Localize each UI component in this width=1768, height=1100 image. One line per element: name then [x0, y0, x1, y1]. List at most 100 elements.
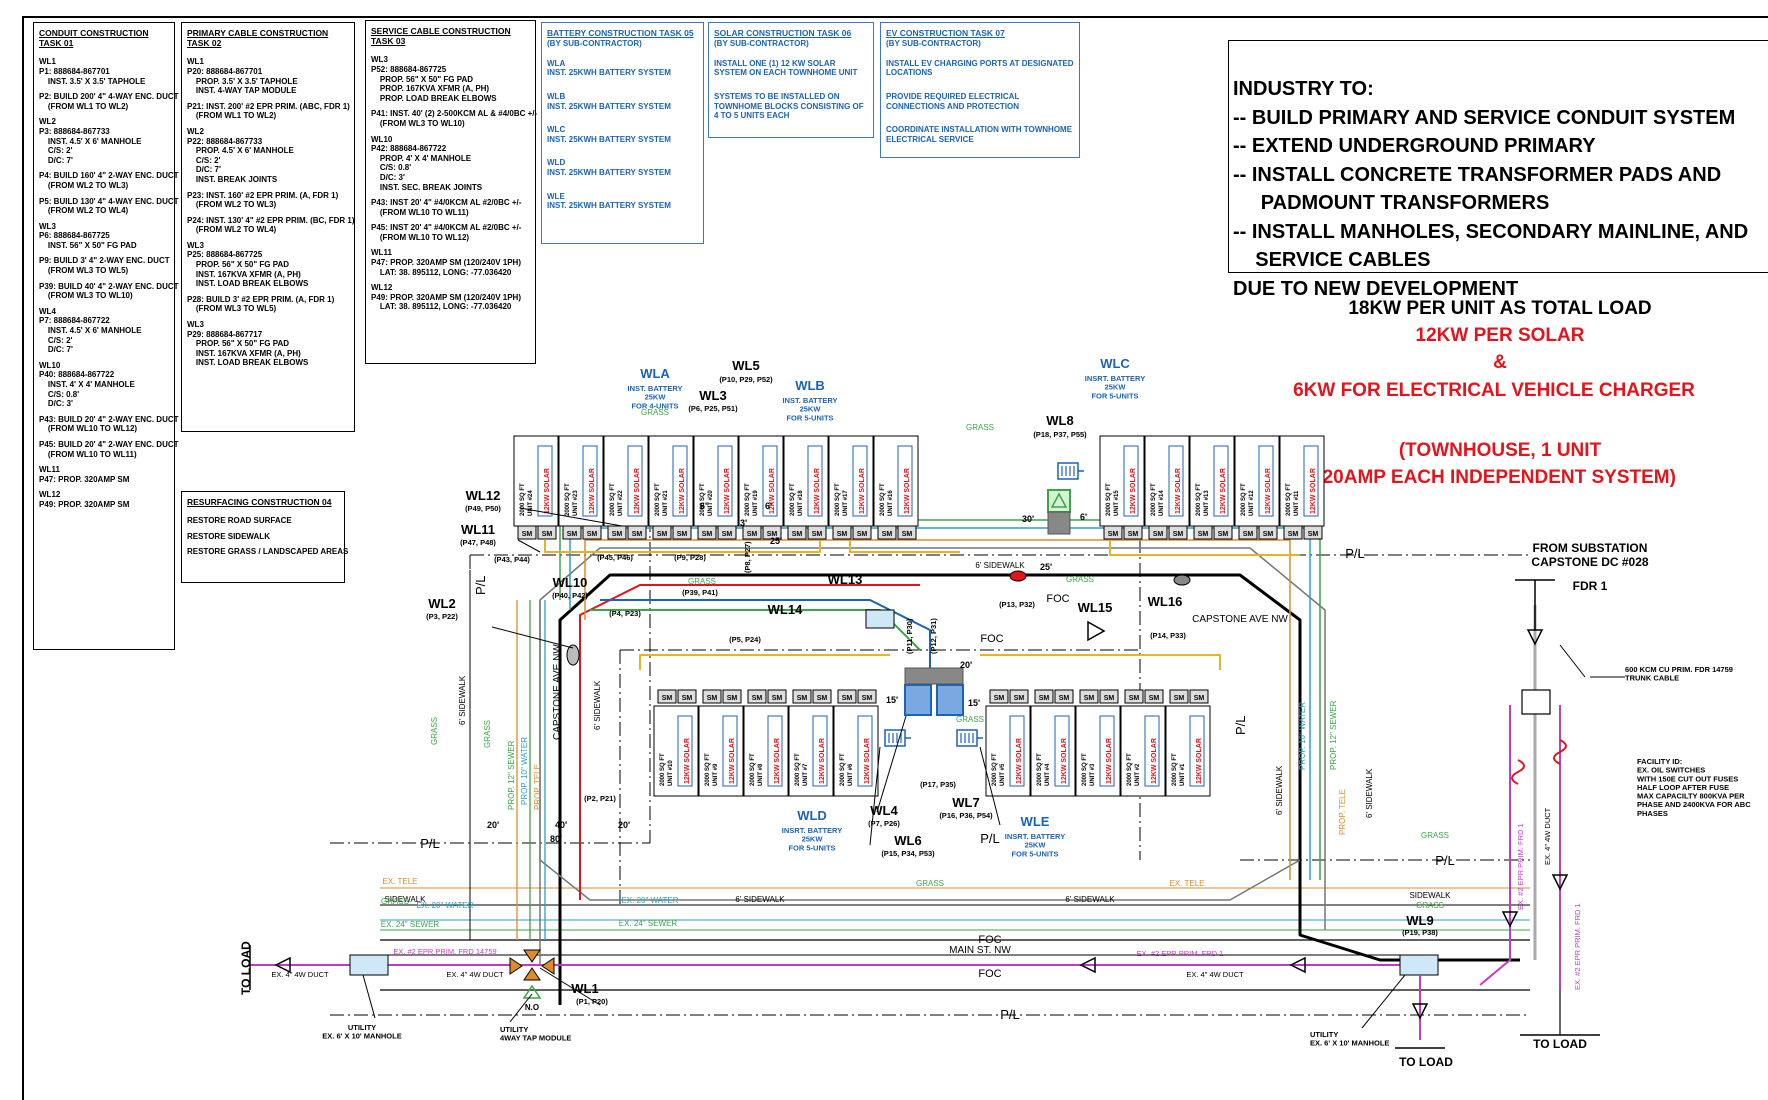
service-meter — [517, 525, 537, 540]
label-line: (P45, P46) — [597, 553, 633, 562]
task02-item: P28: BUILD 3' #2 EPR PRIM. (A, FDR 1) (F… — [187, 294, 335, 314]
service-meter-label: SM — [792, 531, 803, 538]
dimension: 6' — [765, 501, 772, 511]
solar-panel-box — [852, 445, 868, 517]
service-meter-label: SM — [677, 531, 688, 538]
label-line: SM — [1153, 531, 1164, 538]
wl12-label: WL12 — [466, 488, 501, 503]
label-line: 12KW SOLAR — [859, 468, 866, 514]
task03-item: WL10 P42: 888684-867722 PROP. 4' X 4' MA… — [371, 134, 483, 192]
wl14-label: WL14 — [768, 602, 803, 617]
solar-label: 12KW SOLAR — [904, 468, 911, 514]
primary-label: EX. #2 EPR PRIM. FRD 1 — [1137, 949, 1224, 958]
service-meter — [1009, 689, 1029, 704]
solar-panel-box — [1099, 715, 1115, 787]
task01-item: P43: BUILD 20' 4" 2-WAY ENC. DUCT (FROM … — [39, 414, 179, 434]
label-line: WL10 — [553, 575, 588, 590]
sewer-label: EX. 24" SEWER — [381, 920, 440, 929]
label-line: WL2 — [428, 596, 455, 611]
leader-line — [362, 974, 376, 1019]
label-line: UNIT #9 — [713, 763, 719, 786]
sidewalk-label: 6' SIDEWALK — [735, 895, 785, 904]
label-line: 2000 SQ FT — [790, 483, 796, 516]
label-line: 12KW SOLAR — [544, 468, 551, 514]
unit-number: UNIT #15 — [1114, 490, 1120, 516]
label-line: SM — [1014, 695, 1025, 702]
label-line: WLD — [797, 808, 827, 823]
label-line: GRASS — [381, 897, 409, 906]
label-line: PHASES — [1637, 809, 1668, 818]
label-line: SM — [1059, 695, 1070, 702]
solar-panel-box — [1168, 445, 1184, 517]
label-line: HALF LOOP AFTER FUSE — [1637, 783, 1729, 792]
label-line: 2000 SQ FT — [1082, 753, 1088, 786]
wl1-sub: (P1, P20) — [576, 997, 608, 1006]
wl4-sub: (P7, P26) — [868, 819, 900, 828]
wl7-label: WL7 — [952, 795, 979, 810]
service-meter-label: SM — [1128, 531, 1139, 538]
unit-number: UNIT #7 — [803, 763, 809, 786]
unit-sqft: 2000 SQ FT — [1127, 753, 1133, 786]
service-meter-label: SM — [1039, 695, 1050, 702]
label-line: 12KW SOLAR — [679, 468, 686, 514]
label-line: UNIT #6 — [848, 763, 854, 786]
label-line: (P19, P38) — [1402, 928, 1438, 937]
label-line: (P18, P37, P55) — [1033, 430, 1087, 439]
service-meter-label: SM — [542, 531, 553, 538]
task01-item: WL1 P1: 888684-867701 INST. 3.5' X 3.5' … — [39, 57, 146, 86]
label-line: P/L — [1233, 715, 1248, 735]
label-line: 25KW — [645, 393, 667, 402]
grass-label: GRASS — [956, 715, 984, 724]
service-meter-label: SM — [707, 695, 718, 702]
service-meter — [1079, 689, 1099, 704]
ref-label: (P2, P21) — [584, 794, 616, 803]
load-ev: 6KW FOR ELECTRICAL VEHICLE CHARGER — [1293, 380, 1695, 401]
service-meter — [1189, 689, 1209, 704]
service-meter-label: SM — [1308, 531, 1319, 538]
label-line: 6' — [765, 501, 772, 511]
task-02-title: PRIMARY CABLE CONSTRUCTION TASK 02 — [187, 28, 329, 49]
label-line: (P16, P36, P54) — [939, 811, 993, 820]
label-line: SM — [817, 695, 828, 702]
label-line: 12KW SOLAR — [904, 468, 911, 514]
wl7-transformer — [936, 684, 964, 716]
label-line: (P10, P29, P52) — [719, 375, 773, 384]
wl11-label: WL11 — [461, 522, 495, 537]
solar-panel-box — [1303, 445, 1319, 517]
duct-label: EX. 4" 4W DUCT — [446, 970, 504, 979]
street-capstone-top: CAPSTONE AVE NW — [1192, 614, 1288, 625]
label-line: SM — [727, 695, 738, 702]
label-line: PROP. 12" SEWER — [507, 740, 516, 810]
wl2-sub: (P3, P22) — [426, 612, 458, 621]
solar-panel-box — [627, 445, 643, 517]
wl8-pad — [1047, 511, 1071, 535]
label-line: UNIT #1 — [1180, 763, 1186, 786]
label-line: WLE — [1021, 814, 1050, 829]
label-line: PHASE AND 2400KVA FOR ABC — [1637, 800, 1751, 809]
label-line: WL9 — [1406, 913, 1433, 928]
unit-sqft: 2000 SQ FT — [655, 483, 661, 516]
label-line: SM — [702, 531, 713, 538]
solar-label: 12KW SOLAR — [814, 468, 821, 514]
grass-label: GRASS — [381, 897, 409, 906]
dimension: 6' — [700, 501, 707, 511]
label-line: 12KW SOLAR — [1061, 738, 1068, 784]
label-line: WITH 150E CUT OUT FUSES — [1637, 774, 1738, 783]
label-line: UNIT #11 — [1294, 490, 1300, 516]
solar-label: 12KW SOLAR — [1175, 468, 1182, 514]
service-meter-label: SM — [812, 531, 823, 538]
service-meter — [672, 525, 692, 540]
task-03-title: SERVICE CABLE CONSTRUCTION TASK 03 — [371, 26, 511, 47]
load-unit: (TOWNHOUSE, 1 UNIT — [1398, 440, 1602, 461]
sidewalk-label: 6' SIDEWALK — [975, 561, 1025, 570]
task04-item: RESTORE ROAD SURFACE — [187, 516, 292, 526]
water-label: PROP. 10" WATER — [1298, 702, 1307, 770]
wla-label: WLA — [640, 366, 670, 381]
water-label: EX. 20" WATER — [416, 901, 473, 910]
service-meter — [787, 525, 807, 540]
label-line: 6' — [700, 501, 707, 511]
service-meter — [852, 525, 872, 540]
label-line: (P3, P22) — [426, 612, 458, 621]
label-line: EX. 20" WATER — [621, 896, 678, 905]
service-meter-label: SM — [1104, 695, 1115, 702]
